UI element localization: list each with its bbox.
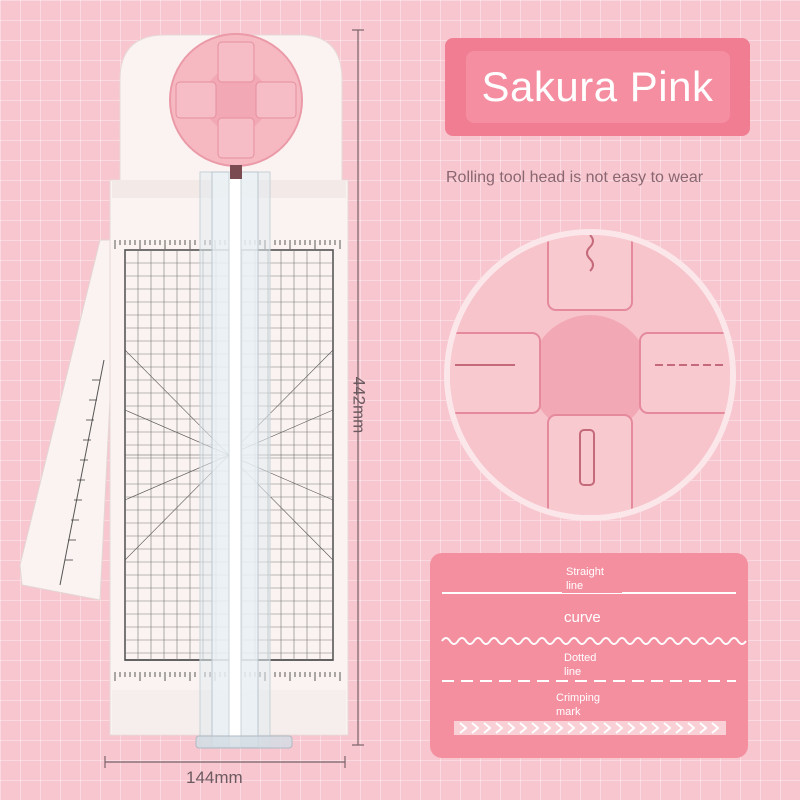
dotted-line-label: Dotted line [560,651,616,679]
height-label: 442mm [349,376,369,434]
paper-trimmer-illustration [19,29,364,768]
roller-head [169,33,303,179]
width-label: 144mm [186,768,243,787]
cut-samples-lines [441,592,747,735]
width-dimension-line [104,756,346,768]
crimping-mark-label: Crimping mark [552,691,620,719]
roller-head-closeup [444,229,736,521]
cut-samples-card: Straight line curve Dotted line Crimping… [430,553,748,758]
height-dimension-line [352,29,364,746]
product-color-title: Sakura Pink [465,51,730,123]
curve-label: curve [560,610,605,625]
ruler-arm [19,239,119,601]
straight-line-label: Straight line [562,565,622,593]
cutting-rail [195,171,293,749]
title-banner: Sakura Pink [445,38,750,136]
feature-caption: Rolling tool head is not easy to wear [446,169,704,186]
